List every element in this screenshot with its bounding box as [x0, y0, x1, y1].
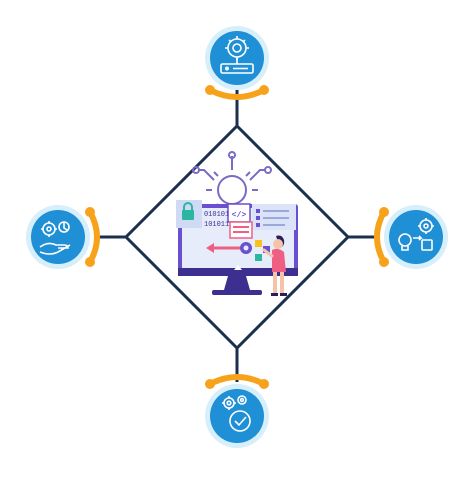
binary-text-right: 101011: [204, 221, 229, 229]
arrow-left-icon: [206, 243, 242, 253]
node-left-bracket: [87, 209, 100, 265]
pink-form-panel: [229, 221, 253, 239]
node-right[interactable]: [374, 205, 448, 269]
code-tag: </>: [232, 211, 247, 220]
node-left-circle: [31, 210, 85, 264]
monitor-stand: [224, 276, 250, 290]
node-right-bracket: [374, 209, 387, 265]
block-yellow: [255, 240, 262, 247]
lightbulb-process-icon: [398, 218, 434, 251]
node-left[interactable]: [26, 205, 100, 269]
node-bottom-circle: [210, 389, 264, 443]
person-figure: [262, 235, 287, 296]
node-top[interactable]: [205, 26, 269, 100]
binary-text-left: 010101: [204, 211, 229, 219]
block-teal: [255, 254, 262, 261]
node-right-circle: [389, 210, 443, 264]
center-illustration: 010101 101011 </>: [176, 151, 298, 296]
circuit-gear-icon: [192, 151, 272, 216]
block-purple: [263, 246, 270, 253]
node-bottom[interactable]: [205, 374, 269, 448]
hand-gears-icon: [39, 221, 71, 255]
small-gear-icon: [240, 242, 252, 254]
gears-check-icon: [222, 395, 251, 432]
gear-server-icon: [220, 36, 254, 74]
